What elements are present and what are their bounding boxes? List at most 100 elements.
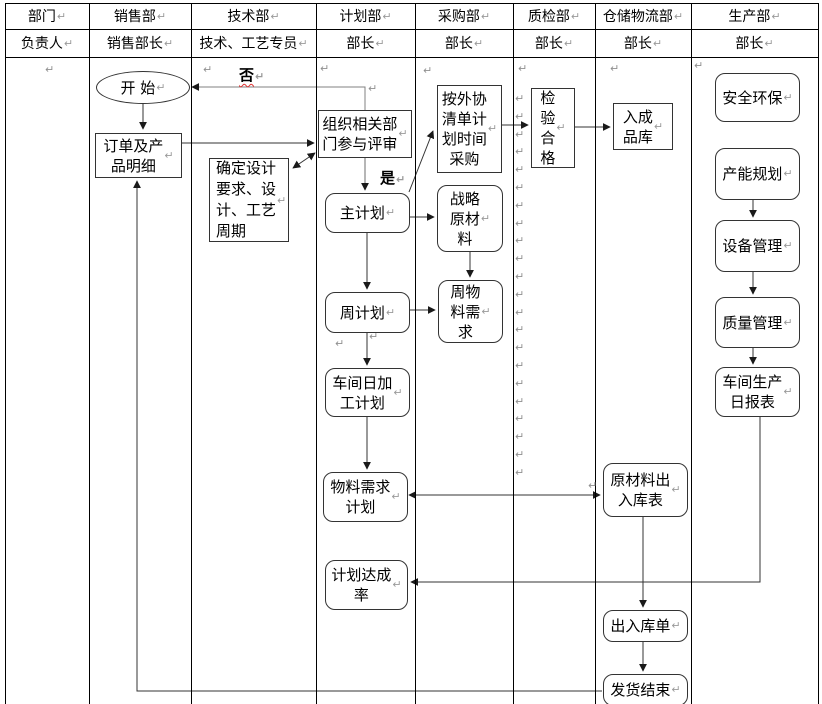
node-label: 计划达成 率: [331, 566, 392, 604]
pilcrow-mark: ↵: [652, 36, 663, 50]
header-label: 技术、工艺专员: [199, 36, 298, 52]
node-label: 战略 原材 料: [449, 189, 480, 248]
grid-line-vertical: [513, 3, 514, 704]
node-label: 车间日加 工计划: [332, 373, 393, 412]
pilcrow-mark: ↵: [515, 110, 525, 123]
yes-label-text: 是: [380, 169, 396, 187]
node-label: 安全环保: [722, 88, 783, 107]
node-safety-environment[interactable]: 安全环保↵: [715, 73, 800, 122]
header-head-5: 部长↵: [513, 29, 595, 57]
node-delivery-end[interactable]: 发货结束↵: [603, 674, 688, 704]
node-workshop-daily-plan[interactable]: 车间日加 工计划↵: [325, 368, 410, 417]
grid-line-horizontal: [5, 29, 819, 30]
header-label: 仓储物流部: [602, 9, 673, 25]
header-head-1: 销售部长↵: [89, 29, 191, 57]
node-start[interactable]: 开 始↵: [96, 71, 190, 104]
pilcrow-mark: ↵: [671, 619, 681, 632]
pilcrow-mark: ↵: [375, 36, 385, 50]
grid-line-horizontal: [5, 3, 819, 4]
header-label: 质检部: [527, 9, 570, 25]
grid-line-vertical: [316, 3, 317, 704]
node-label: 确定设计 要求、设 计、工艺 周期: [216, 159, 277, 240]
node-in-out-warehouse-order[interactable]: 出入库单↵: [603, 610, 688, 642]
node-outsourcing-purchase[interactable]: 按外协 清单计 划时间 采购↵: [437, 85, 502, 173]
pilcrow-mark: ↵: [203, 63, 213, 76]
pilcrow-mark: ↵: [515, 430, 525, 443]
node-equipment-management[interactable]: 设备管理↵: [715, 220, 800, 272]
pilcrow-mark: ↵: [270, 9, 280, 23]
pilcrow-mark: ↵: [783, 167, 793, 180]
header-dept-2: 技术部↵: [191, 3, 316, 29]
node-label: 产能规划: [722, 165, 783, 183]
pilcrow-mark: ↵: [783, 90, 793, 104]
pilcrow-mark: ↵: [764, 36, 774, 50]
header-label: 技术部: [227, 9, 270, 25]
pilcrow-mark: ↵: [783, 385, 793, 398]
node-org-review[interactable]: 组织相关部 门参与评审↵: [318, 110, 412, 158]
pilcrow-mark: ↵: [396, 173, 406, 186]
pilcrow-mark: ↵: [671, 483, 681, 496]
pilcrow-mark: ↵: [570, 9, 581, 23]
node-strategic-raw-material[interactable]: 战略 原材 料↵: [437, 185, 503, 252]
node-finished-goods-warehouse[interactable]: 入成 品库↵: [613, 103, 673, 150]
header-dept-7: 生产部↵: [691, 3, 818, 29]
pilcrow-mark: ↵: [653, 119, 664, 133]
node-design-requirements[interactable]: 确定设计 要求、设 计、工艺 周期↵: [209, 158, 289, 242]
grid-line-vertical: [818, 3, 819, 704]
pilcrow-mark: ↵: [320, 62, 330, 75]
node-weekly-plan[interactable]: 周计划↵: [325, 292, 410, 333]
arrow-report-to-planrate: [410, 417, 761, 586]
node-label: 订单及产 品明细: [103, 136, 164, 175]
node-weekly-material-demand[interactable]: 周物 料需 求↵: [438, 280, 503, 343]
pilcrow-mark: ↵: [515, 359, 525, 372]
node-label: 周物 料需 求: [450, 282, 481, 341]
pilcrow-mark: ↵: [556, 121, 566, 134]
node-master-plan[interactable]: 主计划↵: [325, 193, 410, 233]
header-dept-5: 质检部↵: [513, 3, 595, 29]
node-label: 按外协 清单计 划时间 采购: [441, 90, 487, 168]
header-head-0: 负责人↵: [5, 29, 89, 57]
node-quality-management[interactable]: 质量管理↵: [715, 297, 800, 348]
node-label: 入成 品库: [622, 107, 653, 146]
header-label: 部长: [623, 36, 652, 52]
node-production-daily-report[interactable]: 车间生产 日报表↵: [715, 367, 800, 417]
node-material-req-plan[interactable]: 物料需求 计划↵: [323, 472, 408, 522]
pilcrow-mark: ↵: [480, 211, 491, 225]
grid-line-vertical: [415, 3, 416, 704]
node-label: 主计划: [339, 204, 385, 222]
header-label: 销售部长: [106, 36, 163, 52]
header-head-2: 技术、工艺专员↵: [191, 29, 316, 57]
pilcrow-mark: ↵: [515, 270, 525, 283]
node-order-details[interactable]: 订单及产 品明细↵: [95, 133, 182, 178]
header-head-3: 部长↵: [316, 29, 415, 57]
node-raw-material-io-table[interactable]: 原材料出 入库表↵: [603, 463, 688, 517]
node-inspection-pass[interactable]: 检 验 合 格↵: [531, 88, 575, 168]
pilcrow-mark: ↵: [515, 323, 525, 336]
node-plan-achievement-rate[interactable]: 计划达成 率↵: [325, 560, 408, 610]
pilcrow-mark: ↵: [392, 578, 402, 591]
node-label: 质量管理: [722, 313, 783, 332]
node-label: 周计划: [339, 303, 385, 322]
header-dept-6: 仓储物流部↵: [595, 3, 691, 29]
node-capacity-planning[interactable]: 产能规划↵: [715, 148, 800, 200]
grid-line-vertical: [89, 3, 90, 704]
pilcrow-mark: ↵: [694, 59, 704, 72]
pilcrow-mark: ↵: [515, 377, 525, 390]
pilcrow-mark: ↵: [255, 70, 265, 83]
pilcrow-mark: ↵: [515, 199, 525, 212]
header-head-4: 部长↵: [415, 29, 513, 57]
pilcrow-mark: ↵: [393, 385, 403, 399]
no-label-text: 否: [239, 66, 255, 84]
arrow-delivery-feedback-to-order: [133, 180, 602, 692]
pilcrow-mark: ↵: [771, 9, 781, 23]
pilcrow-mark: ↵: [515, 466, 525, 479]
node-label: 车间生产 日报表: [722, 373, 783, 411]
pilcrow-mark: ↵: [610, 62, 620, 75]
grid-line-vertical: [5, 3, 6, 704]
branch-label-no: 否↵: [239, 64, 264, 85]
pilcrow-mark: ↵: [515, 341, 525, 354]
pilcrow-mark: ↵: [563, 36, 574, 50]
node-label: 设备管理: [722, 237, 783, 255]
